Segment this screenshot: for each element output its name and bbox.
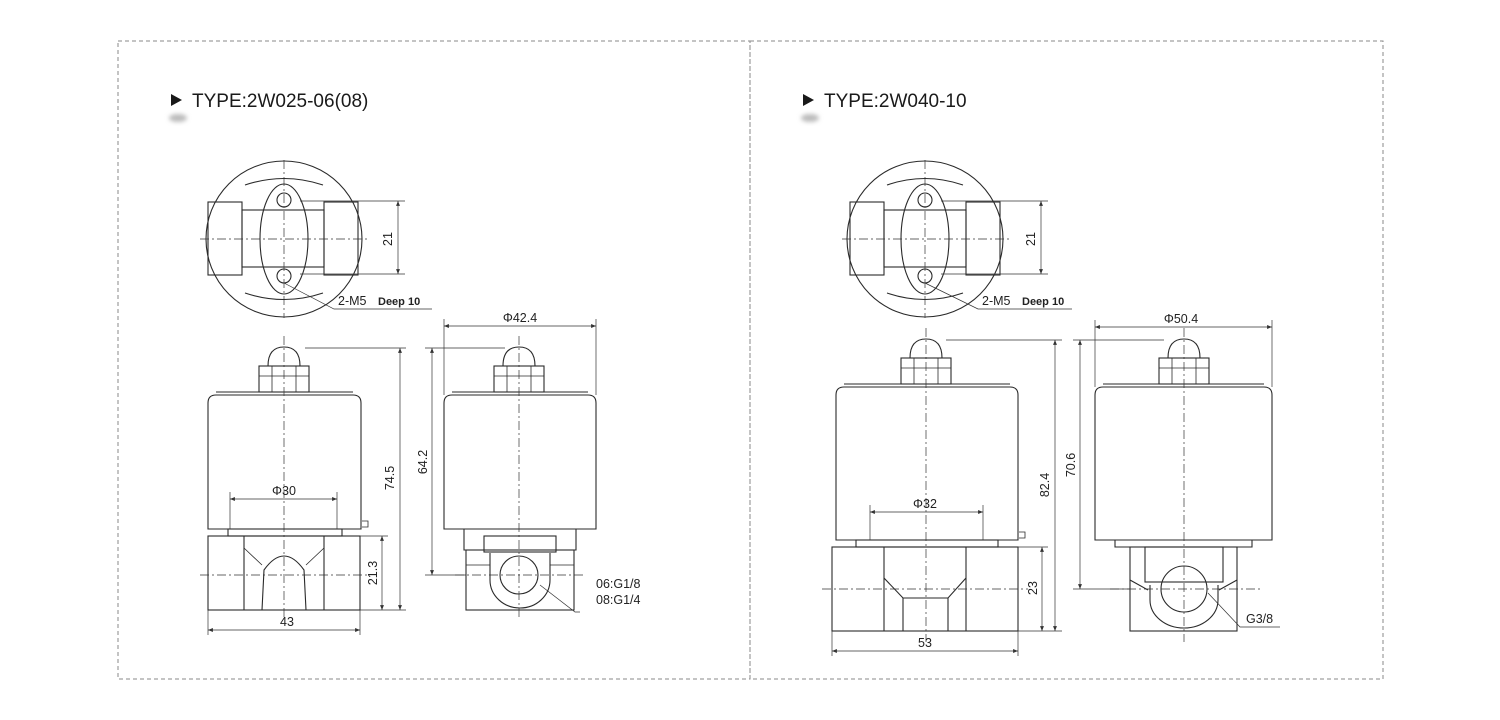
title-arrow-icon <box>803 94 814 106</box>
front-view: Φ32 82.4 23 53 <box>822 328 1062 656</box>
dim-side-dia: Φ42.4 <box>503 311 537 325</box>
dim-total-height: 82.4 <box>1038 473 1052 497</box>
dim-spacing: 21 <box>381 232 395 246</box>
thread-depth-label: Deep 10 <box>1022 296 1064 308</box>
thread-depth-label: Deep 10 <box>378 296 420 308</box>
dim-width: 53 <box>918 636 932 650</box>
dim-coil-dia: Φ32 <box>913 497 937 511</box>
thread-label: 2-M5 <box>982 294 1011 308</box>
front-view: Φ30 74.5 21.3 43 <box>200 336 406 635</box>
panel-title: TYPE:2W025-06(08) <box>192 91 368 112</box>
title-arrow-icon <box>171 94 182 106</box>
dim-coil-dia: Φ30 <box>272 484 296 498</box>
dim-side-height: 64.2 <box>416 450 430 474</box>
side-view: Φ50.4 70.6 G3/8 <box>1064 312 1280 642</box>
panel-frame-left <box>117 40 751 680</box>
panel-left: TYPE:2W025-06(08) 21 2-M5 Deep 10 <box>169 91 641 635</box>
panel-title: TYPE:2W040-10 <box>824 91 967 112</box>
side-view: Φ42.4 64.2 06:G1/8 08:G1/4 <box>416 311 641 620</box>
dim-side-dia: Φ50.4 <box>1164 312 1198 326</box>
dim-spacing: 21 <box>1024 232 1038 246</box>
panel-frame-right <box>749 40 1384 680</box>
dim-width: 43 <box>280 615 294 629</box>
top-view: 21 2-M5 Deep 10 <box>200 160 432 318</box>
port-label-1: G3/8 <box>1246 612 1273 626</box>
dim-body-height: 23 <box>1026 581 1040 595</box>
port-label-2: 08:G1/4 <box>596 593 641 607</box>
thread-label: 2-M5 <box>338 294 367 308</box>
port-label-1: 06:G1/8 <box>596 577 641 591</box>
panel-right: TYPE:2W040-10 21 2-M5 Deep 10 <box>801 91 1280 656</box>
dim-body-height: 21.3 <box>366 561 380 585</box>
dim-side-height: 70.6 <box>1064 453 1078 477</box>
dim-total-height: 74.5 <box>383 466 397 490</box>
top-view: 21 2-M5 Deep 10 <box>842 160 1072 318</box>
